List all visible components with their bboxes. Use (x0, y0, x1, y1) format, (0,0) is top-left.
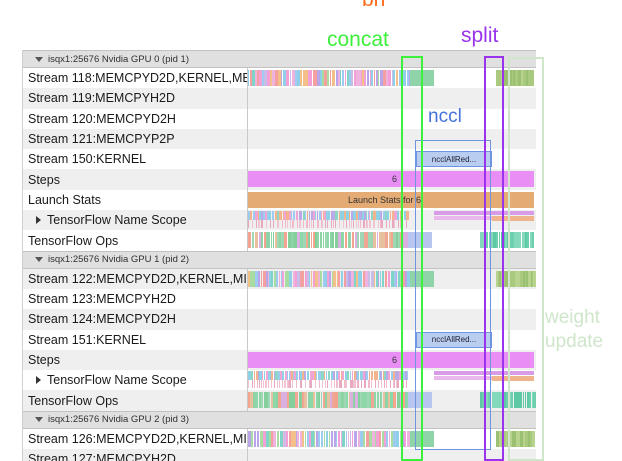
timeline-row[interactable]: TensorFlow Name Scope (23, 210, 536, 231)
row-label-text: Stream 126:MEMCPYD2D,KERNEL,MI (28, 431, 247, 446)
timeline-row[interactable]: Stream 124:MEMCPYD2H (23, 309, 536, 330)
timeline-row[interactable]: Steps 6 (23, 349, 536, 371)
row-label[interactable]: Stream 120:MEMCPYD2H (23, 108, 248, 129)
row-label[interactable]: Steps (23, 169, 248, 190)
timeline-row[interactable]: Stream 122:MEMCPYD2D,KERNEL,MI (23, 268, 536, 289)
row-label[interactable]: Launch Stats (23, 189, 248, 211)
row-label-text: TensorFlow Name Scope (47, 213, 187, 228)
timeline-row[interactable]: Stream 118:MEMCPYD2D,KERNEL,ME (23, 68, 536, 89)
row-label[interactable]: Stream 123:MEMCPYH2D (23, 288, 248, 310)
row-label-text: TensorFlow Ops (28, 393, 119, 408)
row-label[interactable]: Stream 151:KERNEL (23, 329, 248, 350)
row-label-text: Steps (28, 172, 60, 187)
weight-update-line-1: weight (545, 307, 600, 328)
timeline-row[interactable]: Stream 119:MEMCPYH2D (23, 88, 536, 109)
timeline-track[interactable] (248, 429, 536, 449)
row-label-text: Stream 150:KERNEL (28, 152, 147, 167)
group-header-label: isqx1:25676 Nvidia GPU 2 (pid 3) (48, 414, 189, 426)
row-label-text: TensorFlow Ops (28, 233, 119, 248)
timeline-track[interactable] (248, 68, 536, 88)
row-label-text: Stream 118:MEMCPYD2D,KERNEL,ME (28, 71, 248, 86)
timeline-track[interactable] (248, 210, 536, 230)
row-label[interactable]: Stream 126:MEMCPYD2D,KERNEL,MI (23, 428, 248, 450)
row-label[interactable]: Stream 122:MEMCPYD2D,KERNEL,MI (23, 268, 248, 289)
row-label-text: Stream 122:MEMCPYD2D,KERNEL,MI (28, 271, 247, 286)
row-label[interactable]: Stream 150:KERNEL (23, 149, 248, 170)
timeline-panel[interactable]: isqx1:25676 Nvidia GPU 0 (pid 1) Stream 1… (22, 50, 536, 461)
annotation-concat: concat (327, 28, 389, 51)
timeline-track[interactable]: 6 (248, 350, 536, 370)
timeline-track[interactable]: Launch Stats for 6 (248, 190, 536, 210)
timeline-track[interactable] (248, 88, 536, 108)
timeline-track[interactable] (248, 109, 536, 129)
row-label-text: Launch Stats (28, 192, 101, 207)
chevron-right-icon[interactable] (36, 376, 41, 385)
chevron-down-icon[interactable] (35, 56, 43, 62)
timeline-track[interactable] (248, 230, 536, 250)
group-header-label: isqx1:25676 Nvidia GPU 0 (pid 1) (48, 53, 189, 65)
row-label-text: TensorFlow Name Scope (47, 373, 187, 388)
timeline-row[interactable]: TensorFlow Name Scope (23, 370, 536, 391)
row-label[interactable]: Steps (23, 349, 248, 371)
timeline-row[interactable]: Stream 126:MEMCPYD2D,KERNEL,MI (23, 428, 536, 450)
timeline-track[interactable] (248, 370, 536, 390)
timeline-track[interactable]: ncclAllRed... (248, 330, 536, 350)
timeline-track[interactable]: ncclAllRed... (248, 149, 536, 169)
timeline-row[interactable]: TensorFlow Ops (23, 390, 536, 411)
timeline-track[interactable] (248, 309, 536, 329)
group-header[interactable]: isqx1:25676 Nvidia GPU 0 (pid 1) (23, 50, 536, 68)
row-label-text: Stream 123:MEMCPYH2D (28, 292, 176, 307)
timeline-row[interactable]: Stream 123:MEMCPYH2D (23, 288, 536, 310)
annotation-cut-off-top: bn (362, 0, 385, 12)
row-label[interactable]: TensorFlow Ops (23, 230, 248, 251)
timeline-track[interactable] (248, 269, 536, 289)
chevron-down-icon[interactable] (35, 417, 43, 423)
timeline-row[interactable]: Steps 6 (23, 169, 536, 190)
row-label-text: Steps (28, 353, 60, 367)
annotation-split: split (461, 24, 499, 47)
row-label[interactable]: Stream 119:MEMCPYH2D (23, 88, 248, 109)
group-header[interactable]: isqx1:25676 Nvidia GPU 1 (pid 2) (23, 250, 536, 269)
group-header-label: isqx1:25676 Nvidia GPU 1 (pid 2) (48, 254, 189, 266)
timeline-row[interactable]: Stream 121:MEMCPYP2P (23, 128, 536, 150)
chevron-right-icon[interactable] (36, 216, 41, 225)
timeline-track[interactable] (248, 449, 536, 461)
annotation-weight-update: weight update (545, 306, 603, 354)
timeline-row[interactable]: TensorFlow Ops (23, 230, 536, 251)
chevron-down-icon[interactable] (35, 257, 43, 263)
row-label[interactable]: Stream 121:MEMCPYP2P (23, 128, 248, 150)
timeline-track[interactable] (248, 129, 536, 149)
timeline-track[interactable] (248, 390, 536, 410)
row-label-text: Stream 121:MEMCPYP2P (28, 132, 175, 147)
timeline-row[interactable]: Launch Stats Launch Stats for 6 (23, 189, 536, 211)
row-label-text: Stream 151:KERNEL (28, 332, 147, 347)
weight-update-line-2: update (545, 330, 604, 352)
row-label-text: Stream 127:MEMCPYH2D (28, 452, 176, 461)
timeline-row[interactable]: Stream 127:MEMCPYH2D (23, 449, 536, 461)
timeline-track[interactable] (248, 289, 536, 309)
timeline-row[interactable]: Stream 120:MEMCPYD2H (23, 108, 536, 129)
timeline-row[interactable]: Stream 151:KERNEL ncclAllRed... (23, 329, 536, 350)
row-label-text: Stream 119:MEMCPYH2D (28, 91, 176, 106)
row-label-text: Stream 124:MEMCPYD2H (28, 312, 176, 327)
group-header[interactable]: isqx1:25676 Nvidia GPU 2 (pid 3) (23, 410, 536, 429)
row-label-text: Stream 120:MEMCPYD2H (28, 111, 176, 126)
row-label[interactable]: TensorFlow Name Scope (23, 210, 248, 231)
row-label[interactable]: Stream 127:MEMCPYH2D (23, 449, 248, 461)
row-label[interactable]: TensorFlow Ops (23, 390, 248, 411)
timeline-track[interactable]: 6 (248, 169, 536, 189)
row-label[interactable]: Stream 124:MEMCPYD2H (23, 309, 248, 330)
row-label[interactable]: TensorFlow Name Scope (23, 370, 248, 391)
row-label[interactable]: Stream 118:MEMCPYD2D,KERNEL,ME (23, 68, 248, 89)
annotation-nccl: nccl (428, 106, 462, 127)
timeline-row[interactable]: Stream 150:KERNEL ncclAllRed... (23, 149, 536, 170)
